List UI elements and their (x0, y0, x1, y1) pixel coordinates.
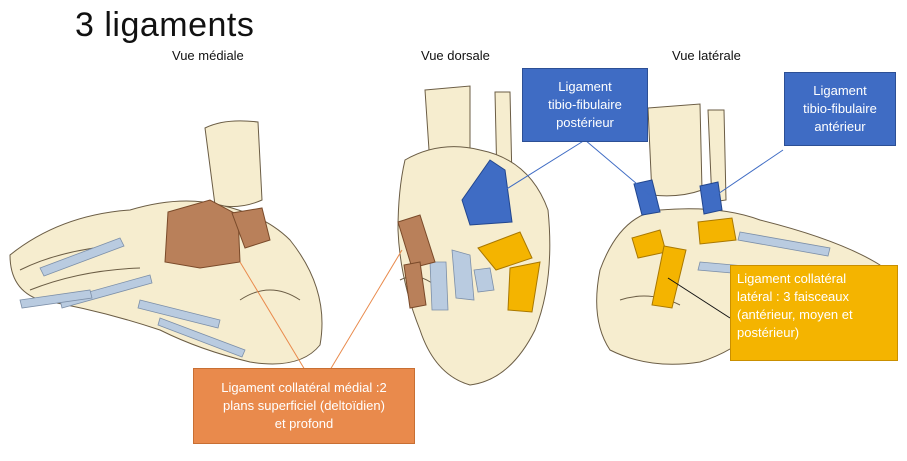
anterior-tibiofibular-label: Ligament tibio-fibulaire antérieur (784, 72, 896, 146)
leader-line-posterior-tibiofibular (505, 140, 585, 190)
leader-line-medial-collateral-dorsal (330, 250, 402, 370)
leader-line-posterior-tibiofibular-lateral (585, 140, 650, 195)
lateral-collateral-label: Ligament collatéral latéral : 3 faisceau… (730, 265, 898, 361)
medial-collateral-label: Ligament collatéral médial :2 plans supe… (193, 368, 415, 444)
posterior-tibiofibular-label: Ligament tibio-fibulaire postérieur (522, 68, 648, 142)
